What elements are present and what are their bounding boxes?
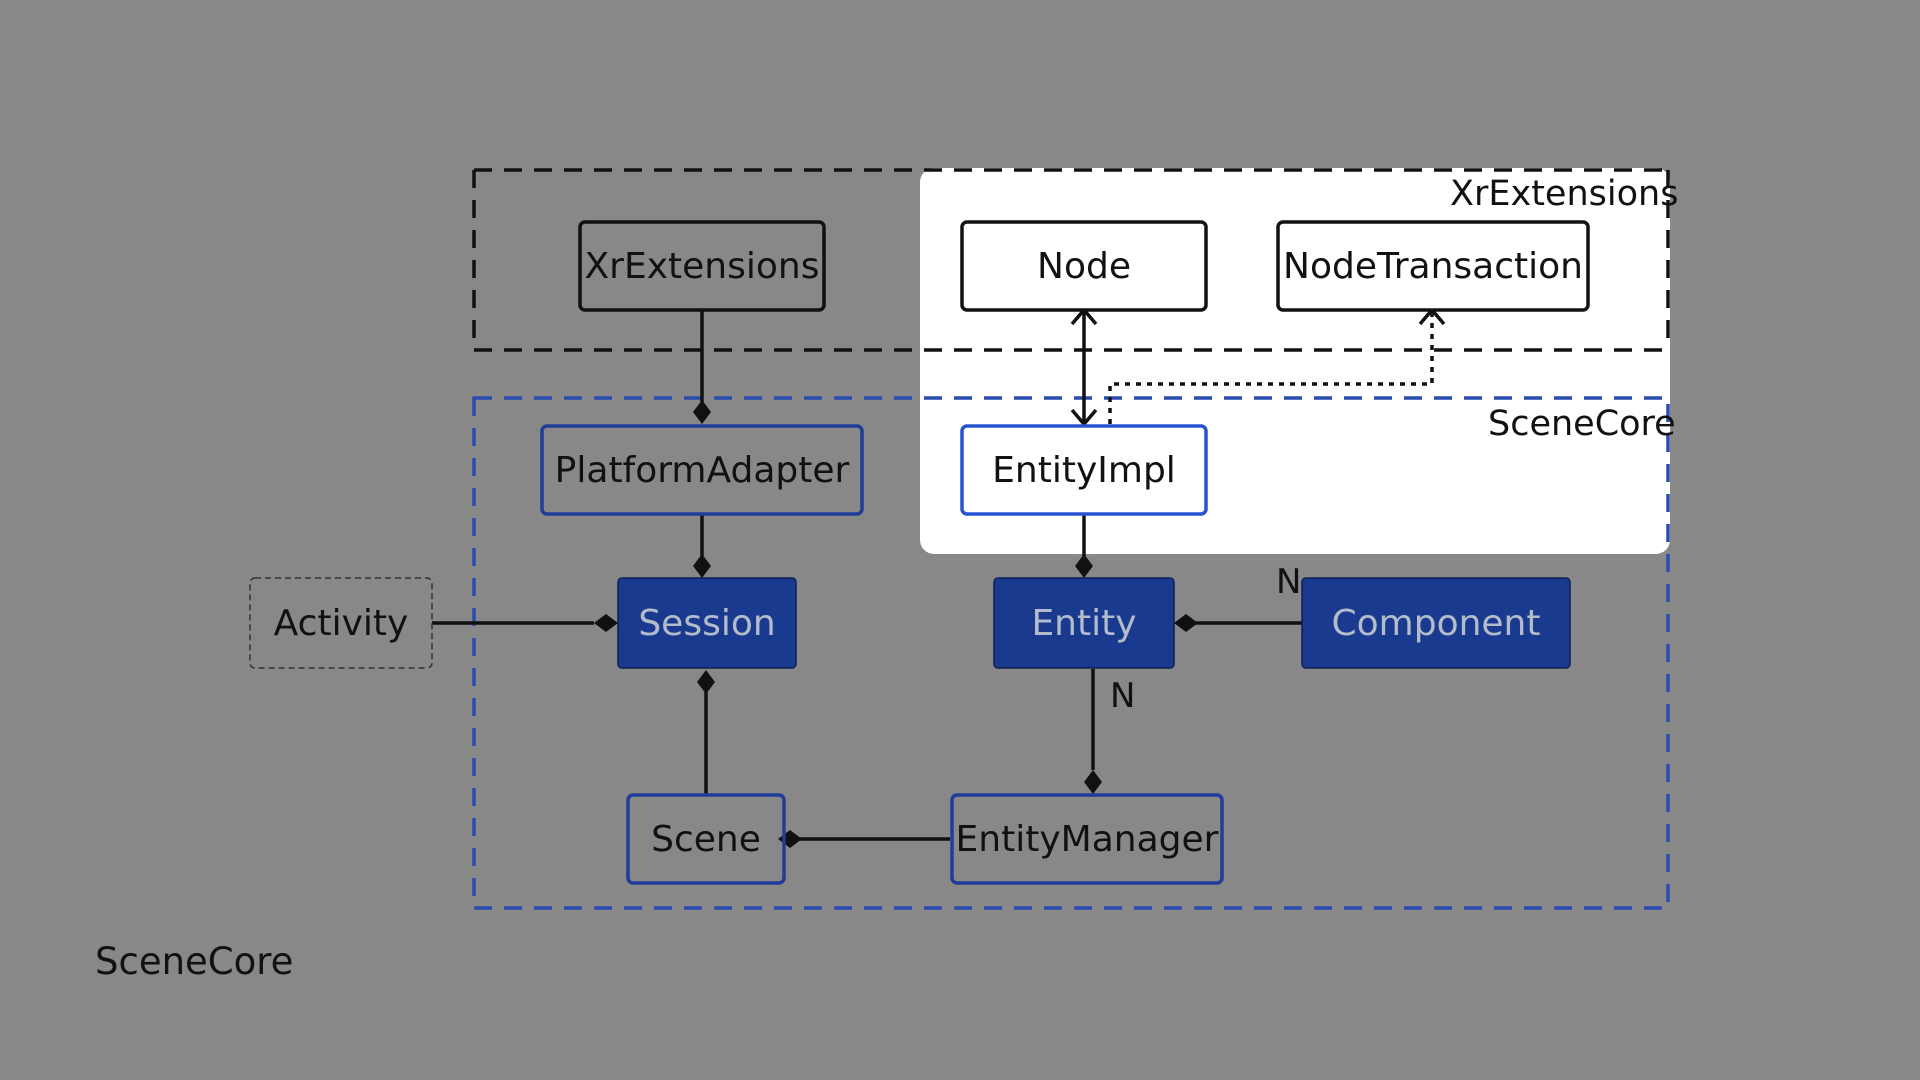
edge-entityimpl-nodetransaction xyxy=(1108,312,1434,424)
node-scene: Scene xyxy=(651,818,761,860)
diamond-platformadapter xyxy=(693,400,711,424)
box-node xyxy=(960,220,1208,312)
box-component xyxy=(1301,577,1571,669)
box-xrextensions xyxy=(578,220,826,312)
node-xrextensions: XrExtensions xyxy=(584,245,820,287)
diamond-session-bottom xyxy=(697,670,715,694)
box-entityimpl xyxy=(960,424,1208,516)
scenecore-region xyxy=(472,396,1670,910)
box-platformadapter xyxy=(540,424,864,516)
box-activity xyxy=(249,577,433,669)
node-entityimpl: EntityImpl xyxy=(992,449,1176,491)
diamond-entity-top xyxy=(1075,554,1093,578)
diamond-entitymanager xyxy=(1084,770,1102,794)
node-nodetransaction: NodeTransaction xyxy=(1283,245,1583,287)
arrowhead-entityimpl xyxy=(1070,408,1098,427)
box-session xyxy=(617,577,797,669)
node-session: Session xyxy=(638,602,776,644)
xrextensions-region-label: XrExtensions xyxy=(1450,174,1679,214)
node-node: Node xyxy=(1037,245,1131,287)
node-entity: Entity xyxy=(1031,602,1137,644)
xrextensions-region xyxy=(472,168,1670,352)
multiplicity-component: N xyxy=(1276,562,1302,602)
diamond-entity-right xyxy=(1174,614,1198,632)
box-scene xyxy=(626,793,786,885)
edges xyxy=(432,310,1434,841)
node-entitymanager: EntityManager xyxy=(955,818,1219,860)
box-entitymanager xyxy=(950,793,1224,885)
node-platformadapter: PlatformAdapter xyxy=(554,449,850,491)
page-caption: SceneCore xyxy=(95,940,294,983)
scenecore-region-label: SceneCore xyxy=(1488,404,1676,444)
diamond-session-top xyxy=(693,554,711,578)
node-activity: Activity xyxy=(273,602,409,644)
box-nodetransaction xyxy=(1276,220,1590,312)
box-entity xyxy=(993,577,1175,669)
node-component: Component xyxy=(1331,602,1541,644)
multiplicity-entitymanager: N xyxy=(1110,676,1136,716)
diamond-session-left xyxy=(594,614,618,632)
